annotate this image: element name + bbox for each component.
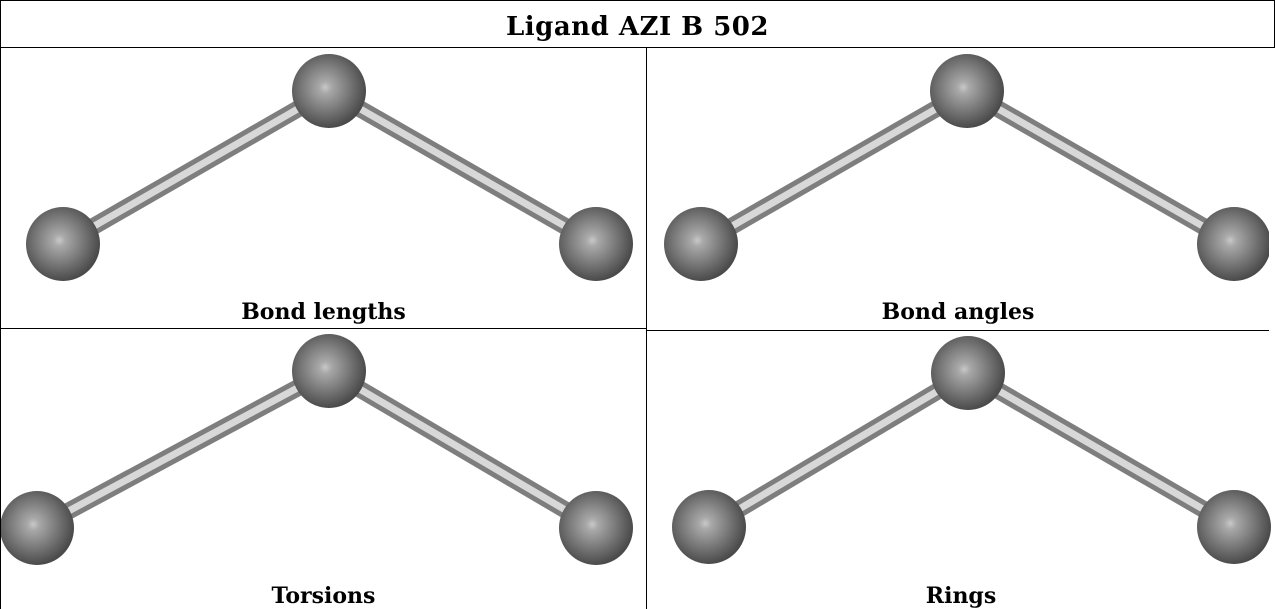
title-divider — [0, 47, 1275, 48]
bond — [959, 364, 1243, 536]
panel-torsions: Torsions — [1, 329, 646, 609]
caption-rings: Rings — [925, 583, 997, 609]
molecule-image — [672, 336, 1271, 564]
panel-bond-lengths: Bond lengths — [1, 48, 646, 328]
caption-bond-lengths: Bond lengths — [241, 299, 406, 325]
molecule-image — [1, 334, 633, 565]
panel-bond-angles: Bond angles — [647, 48, 1269, 330]
caption-torsions: Torsions — [271, 583, 376, 609]
row-divider-right — [647, 330, 1269, 331]
bond — [692, 82, 976, 253]
row-divider-left — [0, 328, 646, 329]
molecule-image — [664, 54, 1269, 281]
atom — [1197, 207, 1269, 281]
bond — [54, 82, 338, 253]
atom — [26, 207, 100, 281]
atom — [930, 54, 1004, 128]
molecule-image — [26, 54, 633, 281]
atom — [559, 207, 633, 281]
atom — [559, 491, 633, 565]
panel-rings: Rings — [647, 331, 1275, 609]
bond — [700, 364, 977, 536]
atom — [1, 491, 74, 565]
bond — [320, 362, 605, 537]
bond — [958, 82, 1243, 253]
border-left — [0, 0, 1, 609]
figure-title: Ligand AZI B 502 — [506, 12, 769, 42]
caption-bond-angles: Bond angles — [881, 299, 1035, 325]
atom — [1197, 490, 1271, 564]
atom — [292, 334, 366, 408]
border-top — [0, 0, 1275, 1]
center-divider — [646, 48, 647, 609]
atom — [931, 336, 1005, 410]
bond — [320, 82, 605, 253]
bond — [28, 362, 338, 537]
atom — [664, 207, 738, 281]
atom — [672, 490, 746, 564]
atom — [292, 54, 366, 128]
